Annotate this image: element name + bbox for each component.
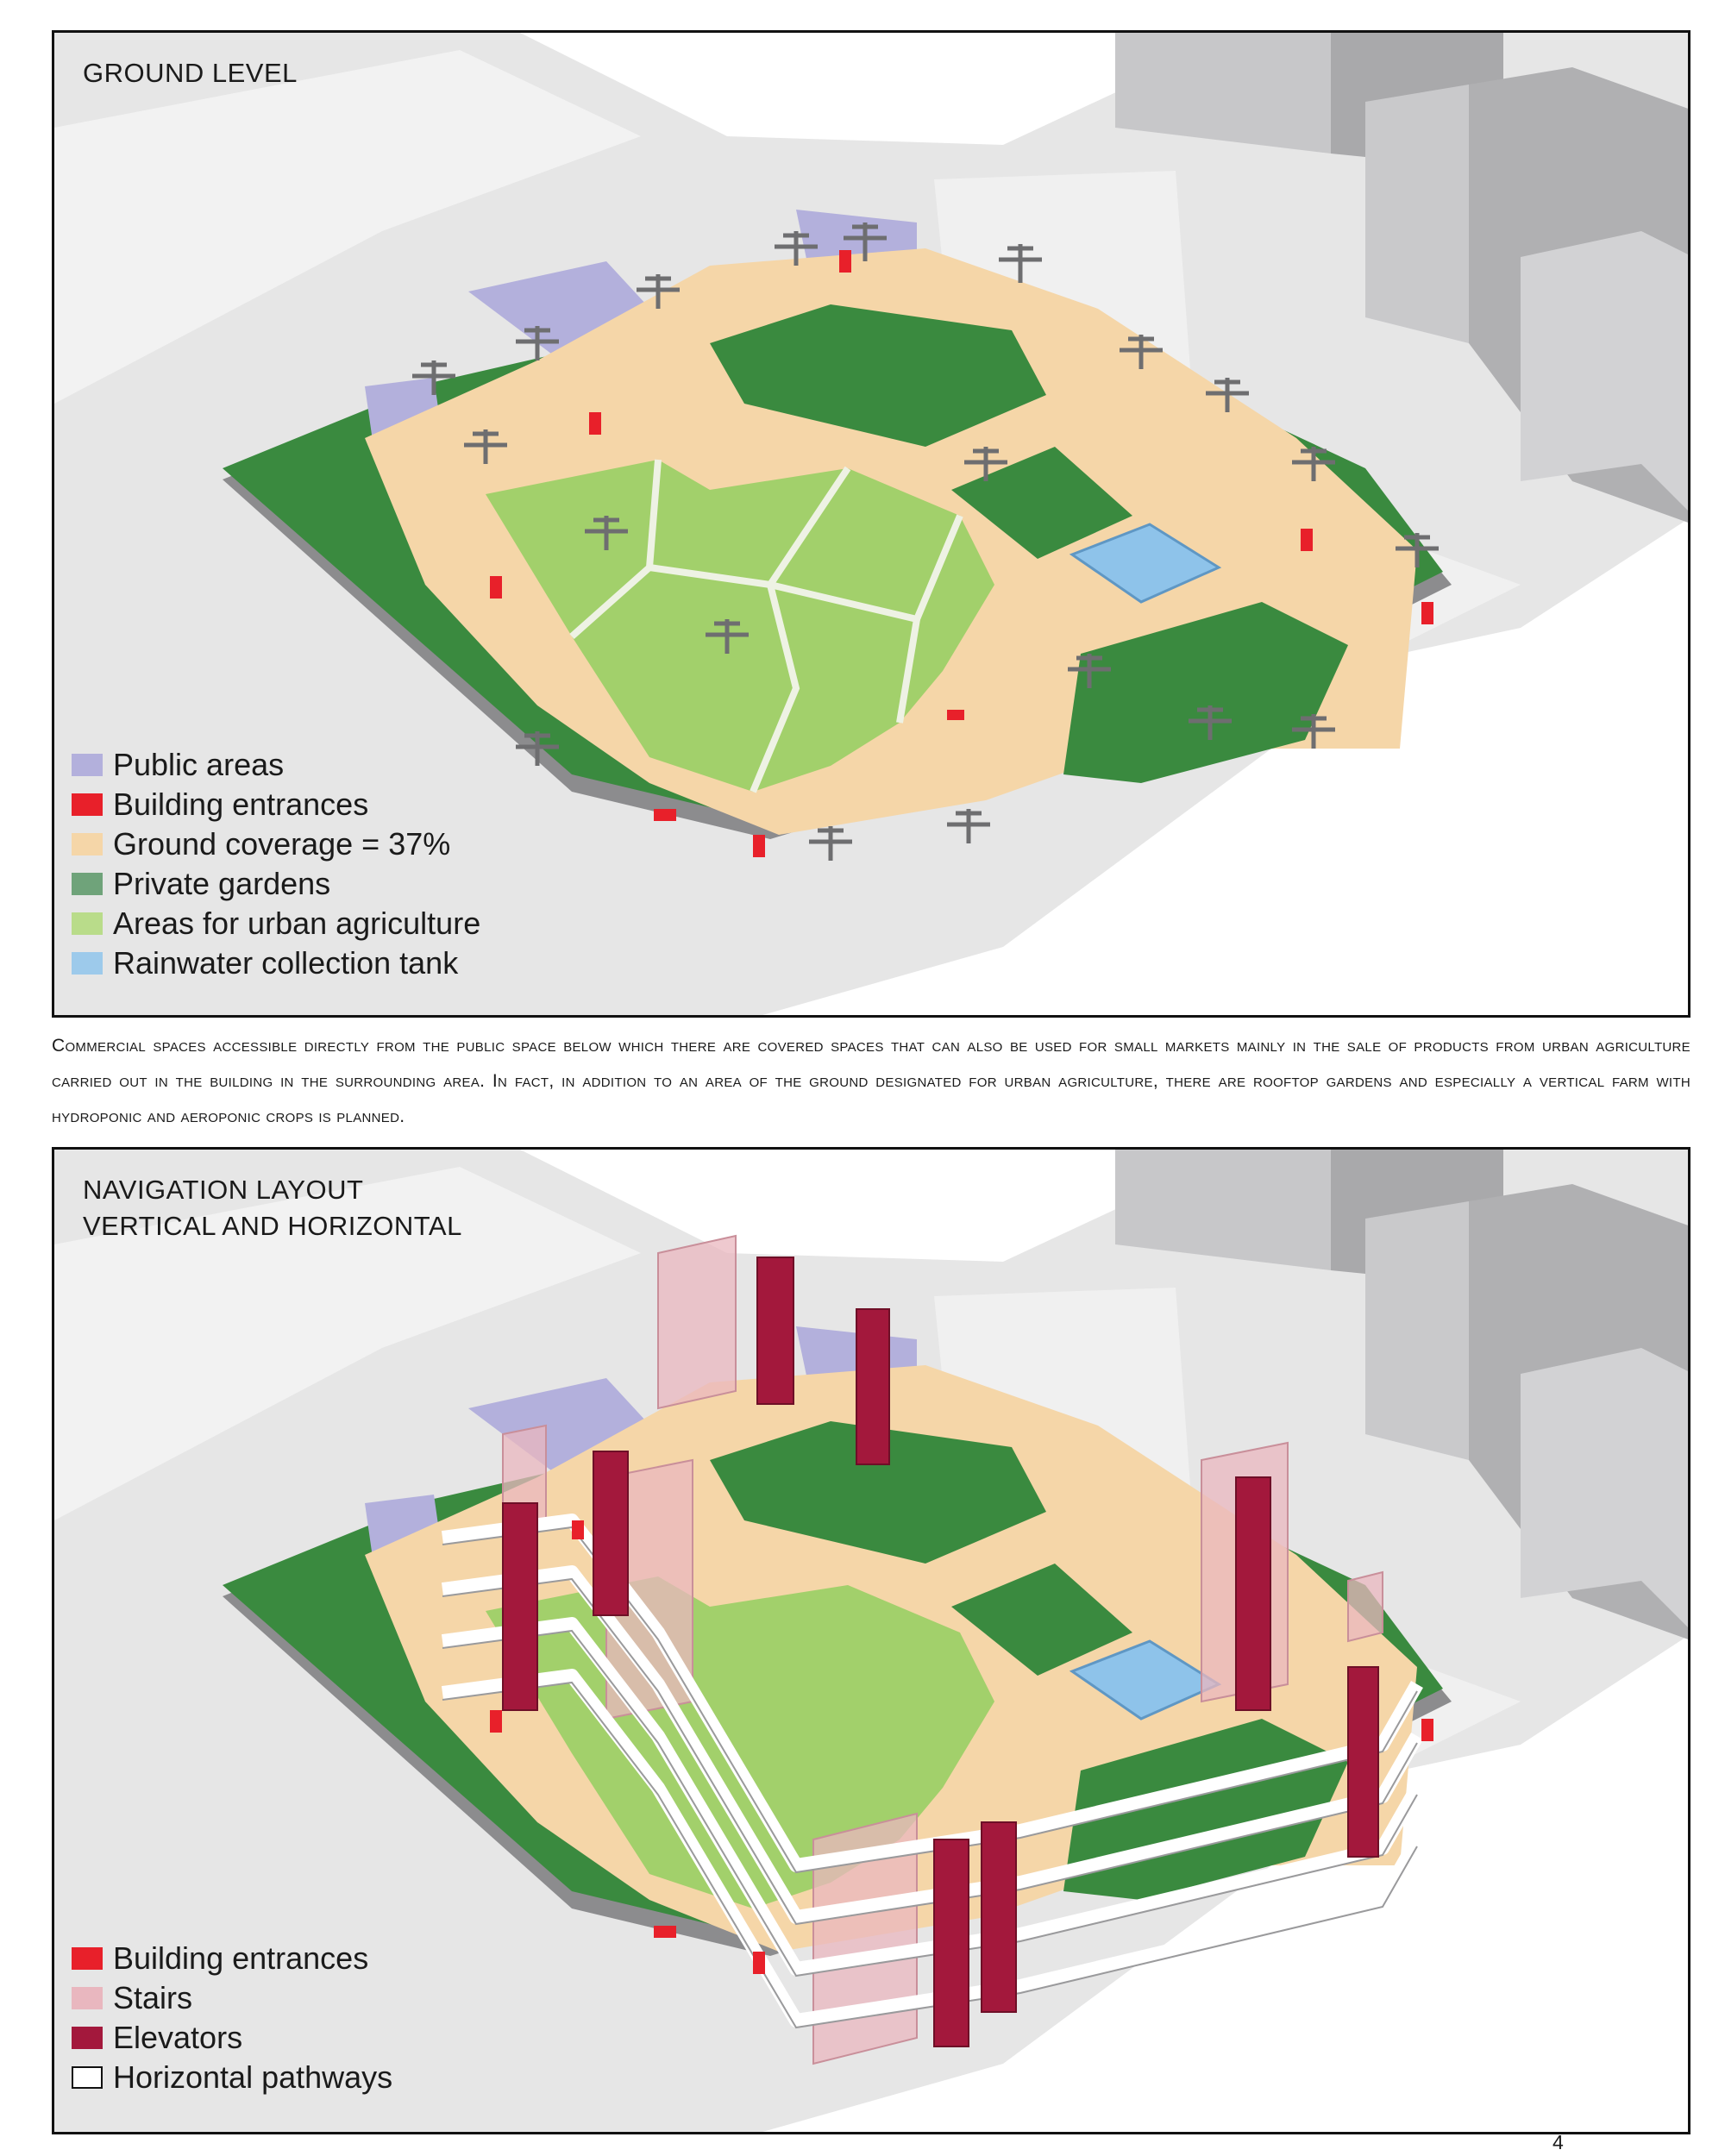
rainwater-tank-swatch [72, 952, 103, 975]
legend-item-elevators: Elevators [72, 2018, 392, 2058]
legend-label: Private gardens [113, 866, 331, 901]
legend-label: Public areas [113, 747, 285, 782]
building-entrances [490, 1520, 1433, 1974]
tree-structures [412, 222, 1439, 861]
panel-title-line1: NAVIGATION LAYOUT [83, 1175, 364, 1205]
ground-coverage-swatch [72, 833, 103, 856]
private-garden [951, 447, 1132, 559]
public-areas-swatch [72, 754, 103, 776]
context-building [1365, 85, 1469, 343]
legend-item-ground-coverage: Ground coverage = 37% [72, 824, 480, 864]
legend-label: Elevators [113, 2020, 243, 2055]
legend-item-private-gardens: Private gardens [72, 864, 480, 904]
context-building [1115, 33, 1331, 154]
private-garden [951, 1564, 1132, 1676]
legend-item-building-entrances: Building entrances [72, 1939, 392, 1978]
private-garden [710, 304, 1046, 447]
legend-item-urban-agriculture: Areas for urban agriculture [72, 904, 480, 943]
building-entrances-swatch [72, 793, 103, 816]
legend-label: Building entrances [113, 787, 369, 822]
legend-item-rainwater-tank: Rainwater collection tank [72, 943, 480, 983]
legend-label: Horizontal pathways [113, 2059, 393, 2095]
legend-label: Rainwater collection tank [113, 945, 459, 981]
legend: Building entrances Stairs Elevators Hori… [72, 1939, 392, 2097]
rainwater-tank [1069, 523, 1222, 604]
street-island [54, 50, 641, 404]
private-gardens-swatch [72, 873, 103, 895]
panel-title-line2: VERTICAL AND HORIZONTAL [83, 1211, 462, 1241]
urban-agriculture-swatch [72, 912, 103, 935]
legend-item-stairs: Stairs [72, 1978, 392, 2018]
panel-title: GROUND LEVEL [83, 58, 298, 88]
navigation-layout-panel: NAVIGATION LAYOUT VERTICAL AND HORIZONTA… [52, 1147, 1690, 2134]
context-building [1521, 231, 1688, 511]
private-garden [710, 1421, 1046, 1564]
legend-item-horizontal-pathways: Horizontal pathways [72, 2058, 392, 2097]
navigation-layout-drawing [54, 1150, 1688, 2132]
private-garden [1063, 602, 1348, 783]
context-building [1115, 1150, 1331, 1270]
legend-label: Stairs [113, 1980, 193, 2015]
building-entrances [490, 250, 1433, 857]
ground-level-drawing [54, 33, 1688, 1015]
legend: Public areas Building entrances Ground c… [72, 745, 480, 983]
agriculture-paths [569, 459, 963, 793]
legend-item-building-entrances: Building entrances [72, 785, 480, 824]
page-number: 4 [1552, 2131, 1564, 2153]
context-building [1365, 1201, 1469, 1460]
horizontal-pathways-swatch [72, 2066, 103, 2089]
legend-label: Areas for urban agriculture [113, 906, 481, 941]
legend-label: Ground coverage = 37% [113, 826, 451, 862]
street-island [54, 1167, 641, 1520]
panel-title: NAVIGATION LAYOUT VERTICAL AND HORIZONTA… [83, 1172, 462, 1244]
legend-label: Building entrances [113, 1940, 369, 1976]
building-entrances-swatch [72, 1947, 103, 1970]
elevators [502, 1257, 1379, 2047]
caption-text: Commercial spaces accessible directly fr… [52, 1036, 1690, 1126]
stairs-swatch [72, 1987, 103, 2009]
elevators-swatch [72, 2027, 103, 2049]
ground-level-panel: GROUND LEVEL Public areas Building entra… [52, 30, 1690, 1018]
context-building [1521, 1348, 1688, 1627]
legend-item-public-areas: Public areas [72, 745, 480, 785]
